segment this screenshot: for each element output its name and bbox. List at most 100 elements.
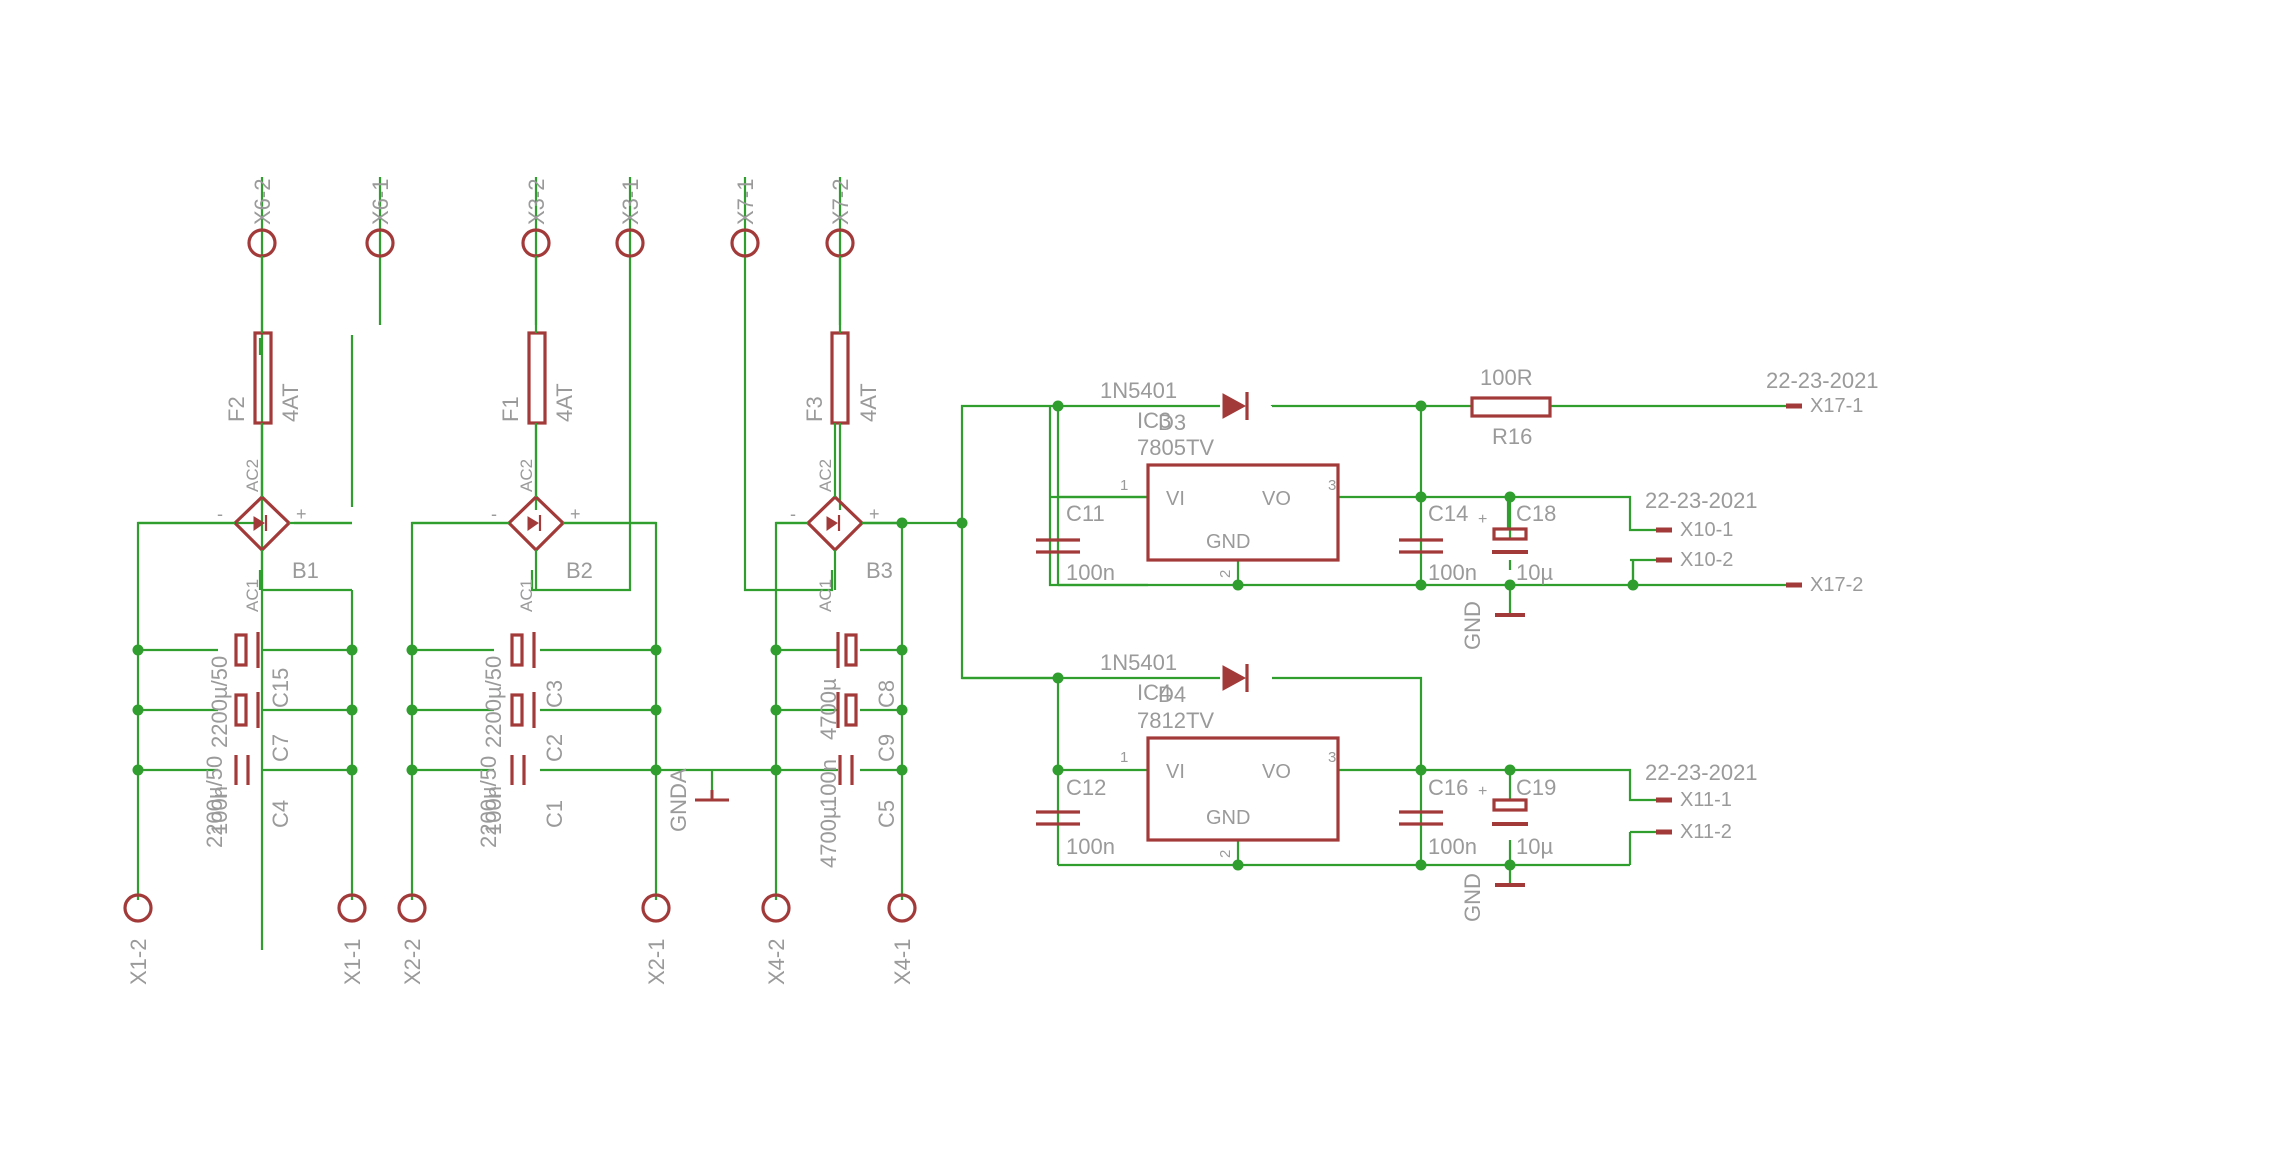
- label-f1-value: 4AT: [552, 383, 577, 422]
- label-b3-ac1: AC1: [816, 579, 835, 612]
- label-group2-value-b: 100n: [481, 786, 506, 835]
- label-ic3-name: IC3: [1137, 408, 1171, 433]
- cap-c15-body: [234, 633, 248, 667]
- resistor-r16: [1470, 396, 1552, 418]
- label-b2-plus: +: [570, 504, 581, 524]
- label-x17-net: 22-23-2021: [1766, 368, 1879, 393]
- label-ic4-vo: VO: [1262, 761, 1291, 783]
- label-r16-name: R16: [1492, 424, 1532, 449]
- label-f3-value: 4AT: [856, 383, 881, 422]
- label-c16-value: 100n: [1428, 834, 1477, 859]
- label-x6-2: X6-2: [250, 179, 275, 225]
- label-ic3-part: 7805TV: [1137, 435, 1214, 460]
- pad-x7-1: [730, 228, 760, 258]
- label-x10-2: X10-2: [1680, 549, 1733, 571]
- label-group3-value-a: 4700µ: [816, 678, 841, 740]
- label-ic3-pin1: 1: [1120, 477, 1128, 494]
- label-c12-value: 100n: [1066, 834, 1115, 859]
- label-ic4-pin2: 2: [1217, 850, 1234, 858]
- diode-d4: [1222, 665, 1247, 691]
- label-x6-1: X6-1: [368, 179, 393, 225]
- label-x3-1: X3-1: [618, 179, 643, 225]
- label-c14: C14: [1428, 501, 1468, 526]
- bridges: [138, 423, 902, 590]
- label-c11-value: 100n: [1066, 560, 1115, 585]
- label-c2: C2: [542, 734, 567, 762]
- label-f1: F1: [498, 396, 523, 422]
- label-ic4-pin3: 3: [1328, 749, 1336, 766]
- label-b1: B1: [292, 558, 319, 583]
- pad-x4-1: [887, 893, 917, 923]
- label-c16: C16: [1428, 775, 1468, 800]
- fuse-f3: [830, 331, 850, 425]
- label-x10-1: X10-1: [1680, 519, 1733, 541]
- label-group2-value-c: 2200µ/50: [476, 756, 501, 848]
- label-b1-ac1: AC1: [243, 579, 262, 612]
- label-x10-net: 22-23-2021: [1645, 488, 1758, 513]
- label-ic3-vo: VO: [1262, 488, 1291, 510]
- label-c14-value: 100n: [1428, 560, 1477, 585]
- label-b2: B2: [566, 558, 593, 583]
- label-ic4-vi: VI: [1166, 761, 1185, 783]
- fuse-f1: [527, 331, 547, 425]
- label-ic3-gnd: GND: [1206, 531, 1250, 553]
- label-b1-minus: -: [217, 504, 223, 524]
- pad-x1-1: [337, 893, 367, 923]
- ic4-body: [1146, 736, 1340, 842]
- label-b3-ac2: AC2: [816, 459, 835, 492]
- label-group1-value-c: 2200µ/50: [202, 756, 227, 848]
- label-b3-minus: -: [790, 504, 796, 524]
- label-d4-name: D4: [1158, 682, 1186, 707]
- label-f3: F3: [802, 396, 827, 422]
- label-c19: C19: [1516, 775, 1556, 800]
- diode-d3: [1222, 393, 1247, 419]
- connector-pads: [123, 228, 917, 923]
- label-x11-net: 22-23-2021: [1645, 760, 1758, 785]
- label-x17-1: X17-1: [1810, 395, 1863, 417]
- label-c5: C5: [874, 800, 899, 828]
- label-c19-value: 10µ: [1516, 834, 1553, 859]
- pad-x2-1: [641, 893, 671, 923]
- bridge-b3: [805, 494, 865, 553]
- label-b2-minus: -: [491, 504, 497, 524]
- label-gnd-bottom: GND: [1460, 873, 1485, 922]
- label-x4-2: X4-2: [764, 939, 789, 985]
- label-group3-value-c: 4700µ: [816, 806, 841, 868]
- pad-x6-1: [365, 228, 395, 258]
- label-c4: C4: [268, 800, 293, 828]
- label-r16-value: 100R: [1480, 365, 1533, 390]
- label-x3-2: X3-2: [524, 179, 549, 225]
- pad-x4-2: [761, 893, 791, 923]
- label-c18-plus: +: [1478, 511, 1487, 528]
- label-gnda: GNDA: [666, 768, 691, 832]
- label-f2: F2: [224, 396, 249, 422]
- label-c15: C15: [268, 668, 293, 708]
- label-b3-plus: +: [869, 504, 880, 524]
- regulators: [1036, 392, 1802, 842]
- label-c8: C8: [874, 680, 899, 708]
- label-x11-2: X11-2: [1680, 821, 1732, 843]
- label-b2-ac2: AC2: [517, 459, 536, 492]
- label-c19-plus: +: [1478, 783, 1487, 800]
- label-d3-name: D3: [1158, 410, 1186, 435]
- label-c18-value: 10µ: [1516, 560, 1553, 585]
- label-x4-1: X4-1: [890, 939, 915, 985]
- label-c18: C18: [1516, 501, 1556, 526]
- ground-symbols: [695, 613, 1525, 887]
- label-d3-part: 1N5401: [1100, 378, 1177, 403]
- label-x1-2: X1-2: [126, 939, 151, 985]
- label-x7-2: X7-2: [828, 179, 853, 225]
- labels: X6-2 X6-1 X3-2 X3-1 X7-1 X7-2 X1-2 X1-1 …: [126, 179, 1879, 985]
- label-b1-plus: +: [296, 504, 307, 524]
- label-c3: C3: [542, 680, 567, 708]
- label-x17-2: X17-2: [1810, 574, 1863, 596]
- label-ic4-pin1: 1: [1120, 749, 1128, 766]
- label-x2-1: X2-1: [644, 939, 669, 985]
- label-ic3-pin2: 2: [1217, 570, 1234, 578]
- label-ic4-name: IC4: [1137, 680, 1171, 705]
- label-c7: C7: [268, 734, 293, 762]
- label-c12: C12: [1066, 775, 1106, 800]
- label-ic3-pin3: 3: [1328, 477, 1336, 494]
- pad-x2-2: [397, 893, 427, 923]
